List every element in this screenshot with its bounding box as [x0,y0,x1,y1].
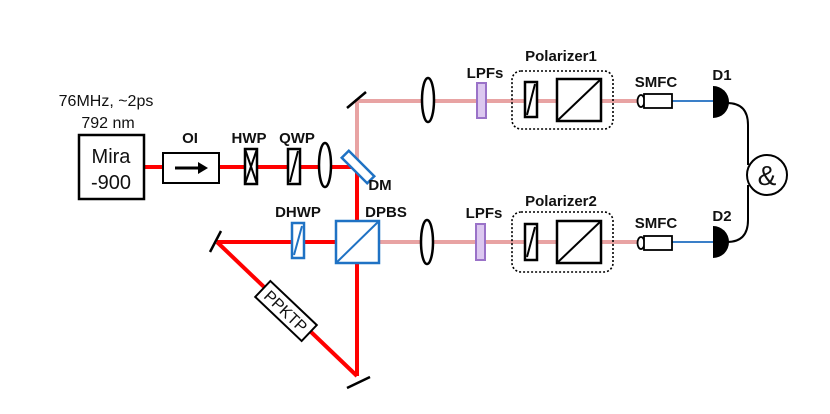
label-hwp: HWP [232,130,267,147]
detector-d2 [713,226,729,258]
label-lpfs-bottom: LPFs [466,205,503,222]
label-smfc-bottom: SMFC [635,215,678,232]
mirror-top [346,91,367,109]
laser-box: Mira -900 [77,133,146,201]
label-d1: D1 [712,67,731,84]
polarizer1 [511,70,614,130]
half-wave-plate [243,147,259,186]
signal-wire-d1 [726,102,749,165]
label-polarizer2: Polarizer2 [525,193,597,210]
label-qwp: QWP [279,130,315,147]
mirror-loop-bottom [346,375,371,390]
label-dpbs: DPBS [365,204,407,221]
dual-wavelength-half-wave-plate [290,221,306,260]
label-lpfs-top: LPFs [467,65,504,82]
label-smfc-top: SMFC [635,74,678,91]
focusing-lens [317,141,333,189]
long-pass-filter-top [476,82,487,119]
polarizer1-dotted-frame [511,70,614,130]
mirror-loop-left [208,230,223,253]
optical-isolator [162,152,220,184]
label-dm: DM [368,177,391,194]
dual-polarizing-beam-splitter [334,219,381,265]
collection-lens-top [420,76,436,124]
ppktp-crystal: PPKTP [253,279,319,343]
coincidence-and-symbol: & [758,160,777,191]
laser-spec-wavelength: 792 nm [81,115,134,132]
dichroic-mirror [339,148,377,186]
polarizer2-dotted-frame [511,211,614,273]
long-pass-filter-bottom [475,223,486,261]
laser-spec-rate: 76MHz, ~2ps [59,93,154,110]
detector-d1 [713,86,729,118]
coincidence-counter [746,154,788,196]
fiber-coupler-bottom [636,235,673,251]
label-polarizer1: Polarizer1 [525,48,597,65]
signal-wire-d2 [726,185,749,243]
laser-name-line2: -900 [91,172,131,194]
label-dhwp: DHWP [275,204,321,221]
laser-name-line1: Mira [92,146,132,168]
collection-lens-bottom [419,218,435,266]
fiber-coupler-top [636,93,673,109]
polarizer2 [511,211,614,273]
quarter-wave-plate [286,147,302,186]
label-oi: OI [182,130,198,147]
label-d2: D2 [712,208,731,225]
